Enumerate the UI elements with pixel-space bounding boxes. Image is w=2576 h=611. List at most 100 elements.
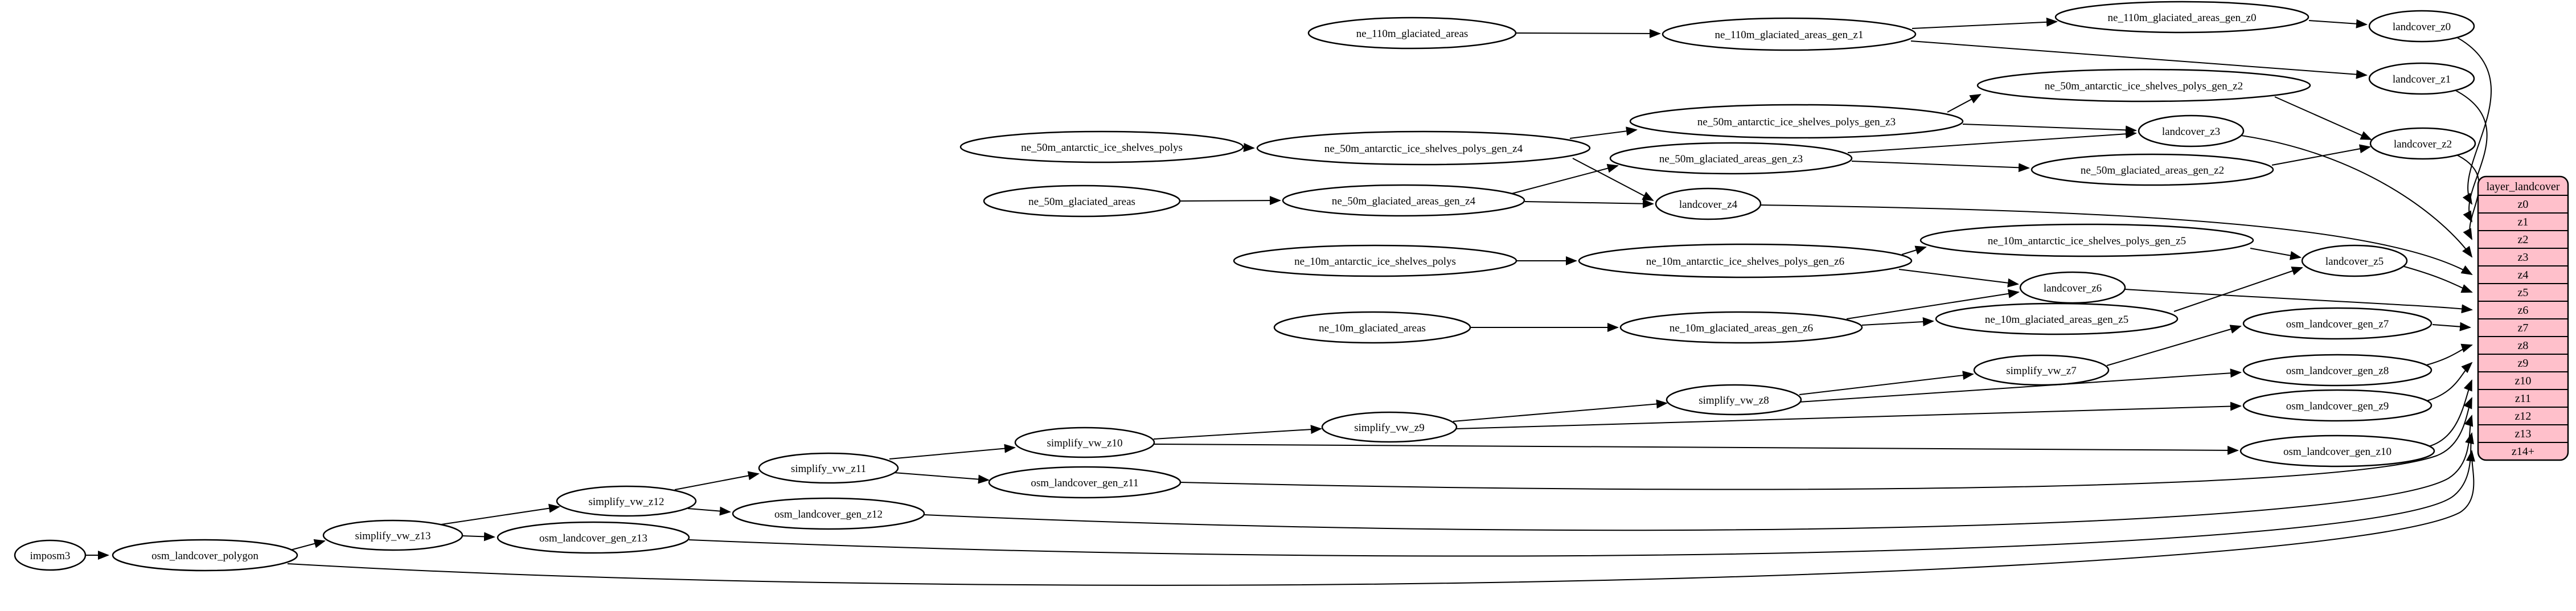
node-ellipse <box>1919 223 2254 257</box>
edge-simplify_vw_z10--simplify_vw_z9 <box>1153 425 1322 440</box>
node-label: ne_10m_glaciated_areas_gen_z6 <box>1670 322 1813 334</box>
table-row-z7: z7 <box>2518 322 2529 334</box>
node-label: ne_10m_antarctic_ice_shelves_polys <box>1294 256 1456 268</box>
edge-ne_10m_glaciated_gen_z6--gen_z5 <box>1861 317 1934 326</box>
node-label: landcover_z6 <box>2044 282 2102 294</box>
node-ellipse <box>1282 184 1525 217</box>
node-label: landcover_z0 <box>2393 21 2451 33</box>
table-row-z0: z0 <box>2518 198 2529 211</box>
node-label: osm_landcover_gen_z13 <box>539 532 647 544</box>
node-ellipse <box>2242 389 2433 422</box>
node-ellipse <box>1935 302 2179 335</box>
node-landcover_z2: landcover_z2 <box>2369 127 2476 160</box>
node-ellipse <box>322 519 463 551</box>
node-label: osm_landcover_gen_z7 <box>2286 318 2389 330</box>
edge-osm_landcover_polygon--z14 <box>287 450 2475 586</box>
node-ne_110m_glaciated_areas_gen_z1: ne_110m_glaciated_areas_gen_z1 <box>1662 17 1917 51</box>
node-ellipse <box>1233 244 1517 277</box>
node-simplify_vw_z8: simplify_vw_z8 <box>1666 384 1802 416</box>
edge-simplify_vw_z12--simplify_vw_z11 <box>674 471 760 490</box>
node-osm_landcover_gen_z12: osm_landcover_gen_z12 <box>732 497 925 530</box>
node-osm_landcover_gen_z10: osm_landcover_gen_z10 <box>2239 434 2435 468</box>
node-ne_10m_glaciated_areas_gen_z5: ne_10m_glaciated_areas_gen_z5 <box>1935 302 2179 335</box>
table-row-z1: z1 <box>2518 216 2529 228</box>
edge-ne_10m_antarctic_gen_z5--landcover_z5 <box>2250 248 2302 260</box>
table-row-z13: z13 <box>2515 428 2532 440</box>
table-row-z5: z5 <box>2518 286 2529 299</box>
edge-ne_10m_antarctic_gen_z6--landcover_z6 <box>1898 269 2019 288</box>
node-ellipse <box>1666 384 1802 416</box>
node-ellipse <box>1321 411 1458 443</box>
node-label: simplify_vw_z12 <box>589 496 664 508</box>
node-landcover_z6: landcover_z6 <box>2019 271 2126 304</box>
node-ellipse <box>1976 68 2311 102</box>
node-ellipse <box>2242 354 2433 387</box>
edge-simplify_vw_z13--simplify_vw_z12 <box>441 503 560 525</box>
node-ellipse <box>1973 354 2110 386</box>
node-label: ne_10m_antarctic_ice_shelves_polys_gen_z… <box>1646 256 1844 268</box>
node-osm_landcover_gen_z11: osm_landcover_gen_z11 <box>988 466 1182 499</box>
node-ellipse <box>959 130 1244 163</box>
edge-ne_110m_gen_z0--landcover_z0 <box>2308 19 2368 28</box>
node-label: landcover_z4 <box>1679 199 1738 211</box>
edge-osm_landcover_gen_z10--z10 <box>2428 379 2472 447</box>
node-osm_landcover_polygon: osm_landcover_polygon <box>112 539 298 572</box>
node-ne_50m_antarctic_ice_shelves_polys_gen_z3: ne_50m_antarctic_ice_shelves_polys_gen_z… <box>1629 104 1964 139</box>
node-label: simplify_vw_z9 <box>1354 422 1425 434</box>
edge-simplify_vw_z8--simplify_vw_z7 <box>1799 371 1974 395</box>
node-ne_10m_glaciated_areas_gen_z6: ne_10m_glaciated_areas_gen_z6 <box>1619 311 1863 344</box>
node-imposm3: imposm3 <box>14 539 87 571</box>
node-label: ne_10m_glaciated_areas <box>1319 322 1426 334</box>
edge-ne_10m_glaciated_gen_z6--landcover_z6 <box>1846 289 2020 319</box>
node-label: ne_50m_antarctic_ice_shelves_polys <box>1021 142 1183 154</box>
edge-ne_110m_gen_z1--gen_z0 <box>1912 17 2058 29</box>
edge-simplify_vw_z11--simplify_vw_z10 <box>889 444 1016 460</box>
table-title: layer_landcover <box>2487 181 2560 193</box>
edge-ne_50m_glaciated_gen_z4--gen_z3 <box>1511 163 1619 194</box>
node-ellipse <box>1307 17 1517 50</box>
table-row-z3: z3 <box>2518 251 2529 264</box>
node-ne_10m_antarctic_ice_shelves_polys: ne_10m_antarctic_ice_shelves_polys <box>1233 244 1517 277</box>
edge-ne_50m_glaciated_gen_z3--gen_z2 <box>1851 161 2030 173</box>
node-label: ne_110m_glaciated_areas <box>1356 28 1469 40</box>
node-simplify_vw_z11: simplify_vw_z11 <box>758 452 899 484</box>
node-label: landcover_z2 <box>2394 138 2452 150</box>
edge-landcover_z3--z3 <box>2241 135 2473 258</box>
node-ellipse <box>2019 271 2126 304</box>
node-ellipse <box>497 521 690 554</box>
node-label: landcover_z5 <box>2325 256 2384 268</box>
node-simplify_vw_z10: simplify_vw_z10 <box>1014 427 1155 458</box>
node-ellipse <box>988 466 1182 499</box>
node-label: ne_10m_antarctic_ice_shelves_polys_gen_z… <box>1988 235 2186 247</box>
edge-osm_landcover_gen_z13--z13 <box>688 432 2474 557</box>
edge-landcover_z1--z1 <box>2451 88 2488 223</box>
edge-ne_50m_glaciated_gen_z3--landcover_z3 <box>1847 129 2137 153</box>
node-ellipse <box>1273 311 1471 344</box>
node-ne_50m_antarctic_ice_shelves_polys_gen_z2: ne_50m_antarctic_ice_shelves_polys_gen_z… <box>1976 68 2311 102</box>
node-ne_50m_antarctic_ice_shelves_polys_gen_z4: ne_50m_antarctic_ice_shelves_polys_gen_z… <box>1256 130 1591 166</box>
table-row-z2: z2 <box>2518 233 2529 246</box>
node-ellipse <box>2242 307 2433 340</box>
node-label: ne_50m_glaciated_areas_gen_z2 <box>2081 165 2224 177</box>
node-label: osm_landcover_gen_z9 <box>2286 400 2389 412</box>
node-ne_10m_antarctic_ice_shelves_polys_gen_z6: ne_10m_antarctic_ice_shelves_polys_gen_z… <box>1578 243 1913 278</box>
edge-simplify_vw_z8--osm_landcover_gen_z8 <box>1799 368 2242 403</box>
node-ellipse <box>2031 153 2274 186</box>
edge-osm_landcover_polygon--simplify_vw_z13 <box>290 539 326 551</box>
node-label: osm_landcover_gen_z10 <box>2283 446 2392 458</box>
edge-ne_50m_glaciated_areas--gen_z4 <box>1180 196 1281 206</box>
node-ne_10m_glaciated_areas: ne_10m_glaciated_areas <box>1273 311 1471 344</box>
node-ellipse <box>1629 104 1964 139</box>
edge-ne_110m_gen_z1--landcover_z1 <box>1910 40 2368 79</box>
node-label: simplify_vw_z11 <box>791 463 866 475</box>
edge-landcover_z6--z6 <box>2124 289 2473 314</box>
node-ellipse <box>1014 427 1155 458</box>
edge-simplify_vw_z9--simplify_vw_z8 <box>1453 399 1668 422</box>
node-ne_50m_glaciated_areas: ne_50m_glaciated_areas <box>983 184 1181 218</box>
node-ellipse <box>556 485 697 517</box>
edge-ne_50m_glaciated_gen_z2--landcover_z2 <box>2271 144 2371 166</box>
node-ne_110m_glaciated_areas: ne_110m_glaciated_areas <box>1307 17 1517 50</box>
node-ellipse <box>2301 244 2408 277</box>
node-label: ne_50m_glaciated_areas_gen_z4 <box>1332 195 1476 207</box>
node-label: simplify_vw_z10 <box>1047 437 1123 449</box>
